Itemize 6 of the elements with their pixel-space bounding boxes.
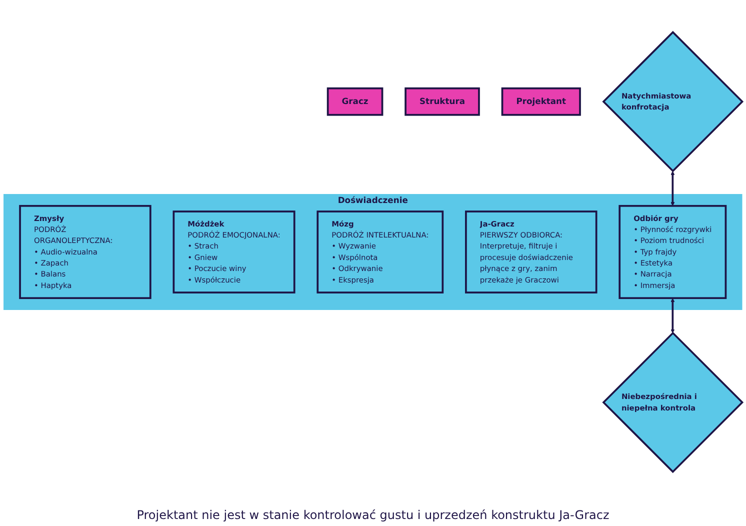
node-box: Projektant <box>501 87 581 116</box>
node-box: Gracz <box>326 87 384 116</box>
note-text: Projektant nie jest w stanie kontrolować gustu i uprzedzeń konstruktu Ja-Gracz <box>136 508 610 522</box>
arrow <box>670 170 675 206</box>
arrow <box>670 298 675 334</box>
node-box: Struktura <box>404 87 480 116</box>
